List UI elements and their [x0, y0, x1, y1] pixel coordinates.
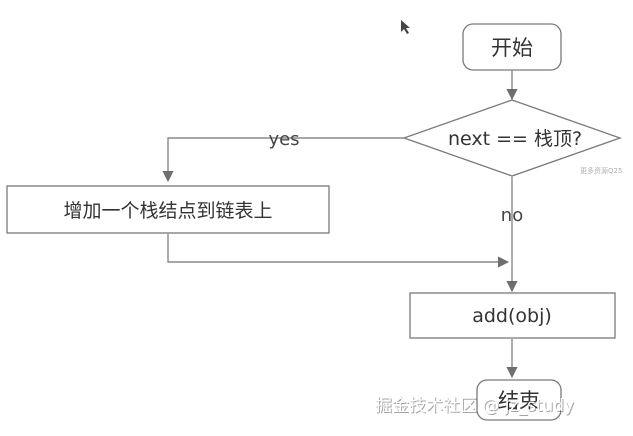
end-node: 结束: [476, 379, 562, 421]
decision-label: next == 栈顶?: [448, 128, 582, 150]
decision-node: next == 栈顶?: [402, 99, 622, 177]
start-label: 开始: [491, 36, 533, 60]
watermark-shadow: 掘金技术社区 @ jz_study: [376, 397, 575, 417]
push-node: 增加一个栈结点到链表上: [6, 185, 330, 234]
add-node-label: add(obj): [472, 305, 552, 327]
push-node-label: 增加一个栈结点到链表上: [63, 200, 272, 222]
mouse-cursor-icon: [401, 20, 410, 34]
corner-watermark: 更多资源Q25: [580, 166, 622, 175]
end-label: 结束: [498, 389, 540, 413]
edge-decision-yes: [162, 137, 404, 183]
start-node: 开始: [462, 23, 562, 71]
edge-label-yes: yes: [268, 129, 299, 150]
edge-label-no: no: [501, 205, 523, 226]
add-node: add(obj): [409, 292, 616, 339]
watermark-text: 掘金技术社区 @ jz_study: [375, 396, 574, 416]
edge-push-to-merge: [167, 234, 510, 268]
